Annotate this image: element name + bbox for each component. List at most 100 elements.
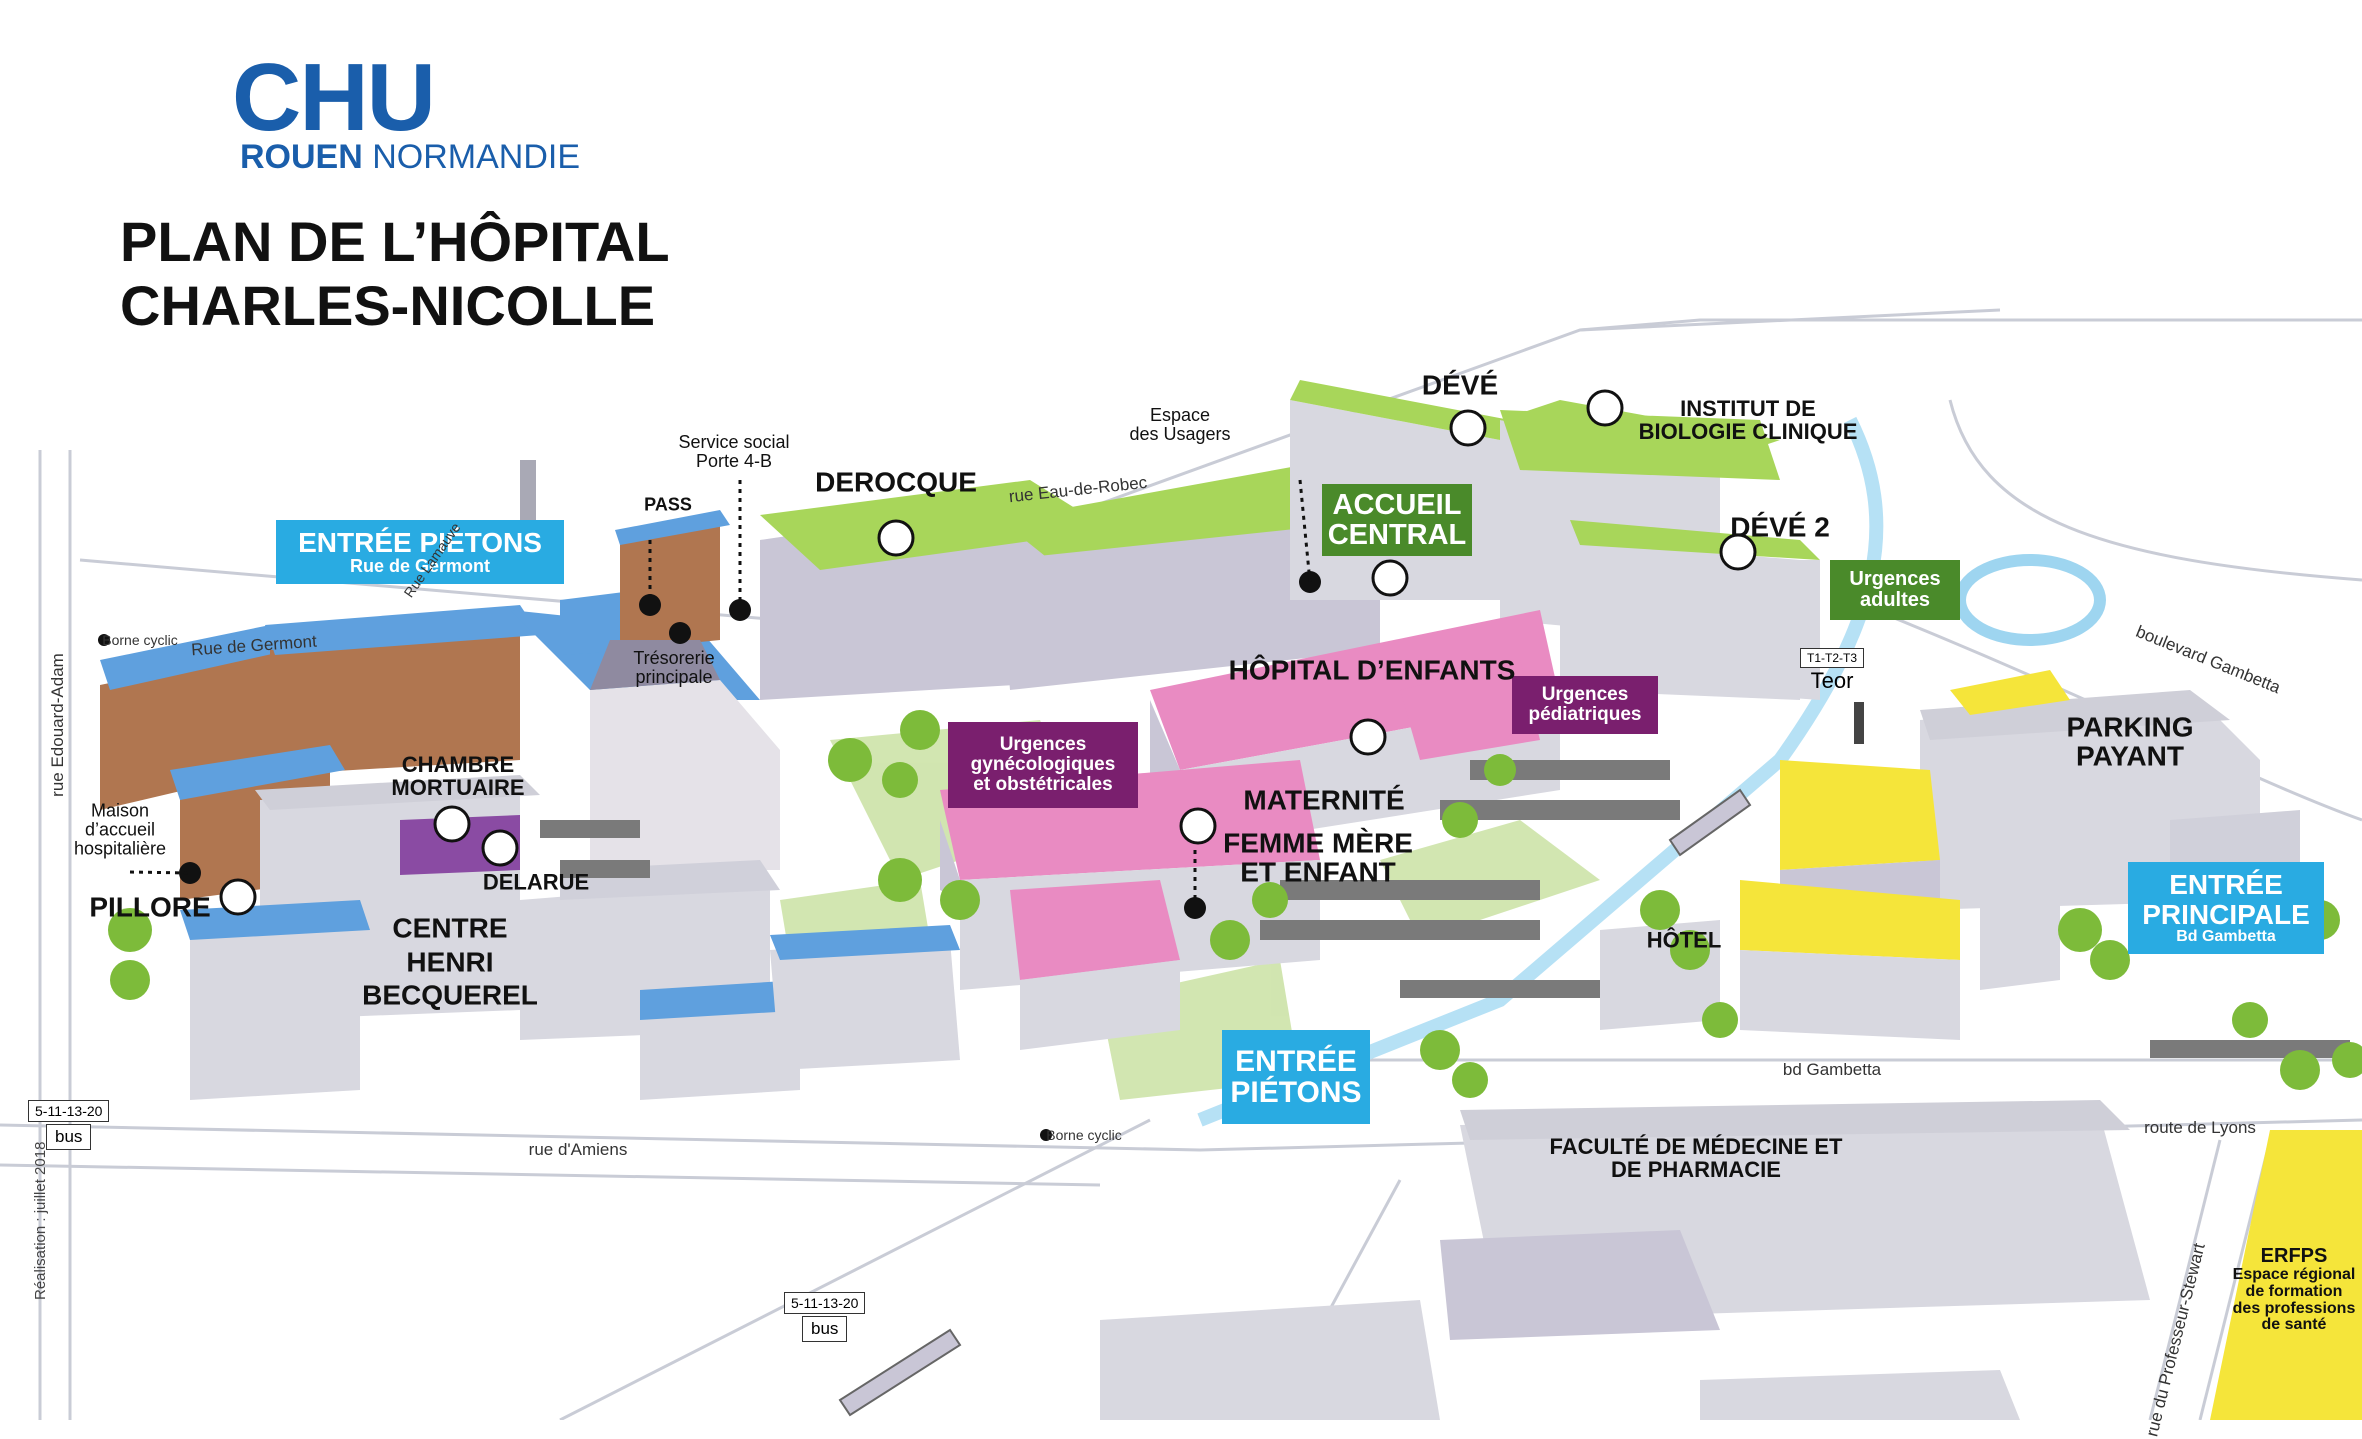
entrance-principale-title2: PRINCIPALE xyxy=(2142,898,2310,930)
bus-south-label: bus xyxy=(802,1316,848,1342)
femme-l1: FEMME MÈRE xyxy=(1223,827,1413,859)
urg-gyn-l3: et obstétricales xyxy=(973,773,1113,795)
buildings-east xyxy=(1600,670,2300,1040)
map-pins xyxy=(219,389,1757,916)
label-maison-accueil: Maison d’accueil hospitalière xyxy=(73,800,167,859)
tram xyxy=(838,788,1752,1417)
treso-l2: principale xyxy=(635,667,713,687)
chu-logo-subtitle: ROUEN NORMANDIE xyxy=(240,138,580,177)
label-hotel: HÔTEL xyxy=(1646,927,1722,953)
label-pillore: PILLORE xyxy=(89,891,211,923)
label-hopital-enfants: HÔPITAL D’ENFANTS xyxy=(1228,654,1516,686)
chu-logo: CHU xyxy=(232,44,436,151)
femme-l2: ET ENFANT xyxy=(1240,857,1396,888)
urgences-pediatriques-box: Urgences pédiatriques xyxy=(1512,676,1658,734)
urgences-adultes-box: Urgences adultes xyxy=(1830,560,1960,620)
becquerel-l3: BECQUEREL xyxy=(362,979,538,1011)
urg-ped-l1: Urgences xyxy=(1541,684,1629,706)
faculte-l1: FACULTÉ DE MÉDECINE ET xyxy=(1549,1133,1843,1159)
chambre-l2: MORTUAIRE xyxy=(391,775,525,800)
buildings-south xyxy=(1100,1100,2362,1420)
label-derocque: DEROCQUE xyxy=(815,466,977,498)
page-title: PLAN DE L’HÔPITAL CHARLES-NICOLLE xyxy=(120,210,670,339)
institut-l2: BIOLOGIE CLINIQUE xyxy=(1638,419,1858,444)
label-deve2: DÉVÉ 2 xyxy=(1730,511,1830,543)
label-tresorerie: Trésorerie principale xyxy=(633,649,714,687)
maison-l1: Maison xyxy=(90,800,150,821)
erfps-l2: Espace régional xyxy=(2232,1265,2356,1283)
entrance-principale-sub: Bd Gambetta xyxy=(2176,927,2276,945)
label-institut: INSTITUT DE BIOLOGIE CLINIQUE xyxy=(1639,397,1858,443)
urg-adultes-l1: Urgences xyxy=(1849,568,1941,590)
entrance-pietons-south: ENTRÉE PIÉTONS xyxy=(1222,1030,1370,1124)
teor-stop: T1-T2-T3 Teor xyxy=(1800,648,1865,694)
maison-l3: hospitalière xyxy=(73,838,167,859)
buildings-center xyxy=(760,380,1820,700)
borne-cyclic-south: Borne cyclic xyxy=(1046,1127,1122,1143)
maison-l2: d’accueil xyxy=(84,819,156,840)
bus-stop-south: 5-11-13-20 bus xyxy=(784,1292,866,1342)
label-erfps: ERFPS Espace régional de formation des p… xyxy=(2232,1244,2356,1334)
bus-south-lines: 5-11-13-20 xyxy=(784,1292,866,1314)
chambre-l1: CHAMBRE xyxy=(401,751,515,777)
label-faculte: FACULTÉ DE MÉDECINE ET DE PHARMACIE xyxy=(1550,1135,1843,1181)
entrance-principale-title: ENTRÉE xyxy=(2169,869,2283,901)
title-line1: PLAN DE L’HÔPITAL xyxy=(120,210,670,273)
becquerel-l1: CENTRE xyxy=(392,912,508,944)
entrance-germont-title: ENTRÉE PIÉTONS xyxy=(298,526,542,558)
entrance-south-title: ENTRÉE xyxy=(1235,1044,1357,1078)
accueil-l1: ACCUEIL xyxy=(1332,488,1462,521)
roundabout xyxy=(1954,554,2106,646)
parking-l1: PARKING xyxy=(2066,711,2194,743)
entrance-south-sub: PIÉTONS xyxy=(1230,1076,1362,1109)
treso-l1: Trésorerie xyxy=(633,648,715,669)
urgences-gynecologiques-box: Urgences gynécologiques et obstétricales xyxy=(948,722,1138,808)
logo-region: NORMANDIE xyxy=(372,138,581,176)
title-line2: CHARLES-NICOLLE xyxy=(120,274,656,338)
traffic-light xyxy=(1854,702,1864,744)
bus-stop-west: 5-11-13-20 bus xyxy=(28,1100,110,1150)
entrance-pietons-germont: ENTRÉE PIÉTONS Rue de Germont xyxy=(276,520,564,584)
label-pass: PASS xyxy=(644,494,692,515)
teor-lines: T1-T2-T3 xyxy=(1800,648,1865,668)
label-espace-usagers: Espace des Usagers xyxy=(1129,406,1230,444)
label-chambre-mortuaire: CHAMBRE MORTUAIRE xyxy=(391,753,524,799)
social-l2: Porte 4-B xyxy=(695,451,773,471)
social-l1: Service social xyxy=(678,432,790,453)
espace-l1: Espace xyxy=(1149,405,1211,426)
buildings-west xyxy=(100,460,960,1100)
erfps-l3: de formation xyxy=(2245,1282,2343,1300)
street-route-lyons: route de Lyons xyxy=(2144,1118,2256,1137)
institut-l1: INSTITUT DE xyxy=(1680,395,1816,421)
label-service-social: Service social Porte 4-B xyxy=(678,433,789,471)
becquerel-l2: HENRI xyxy=(406,946,494,978)
label-centre-henri-becquerel: CENTRE HENRI BECQUEREL xyxy=(362,912,538,1013)
espace-l2: des Usagers xyxy=(1129,424,1231,444)
parking-lots xyxy=(540,760,2350,1058)
entrance-germont-sub: Rue de Germont xyxy=(349,556,491,577)
urg-adultes-l2: adultes xyxy=(1859,589,1931,611)
logo-city: ROUEN xyxy=(240,138,363,176)
urg-gyn-l2: gynécologiques xyxy=(970,754,1116,776)
label-maternite: MATERNITÉ xyxy=(1243,784,1405,816)
label-femme-mere-enfant: FEMME MÈRE ET ENFANT xyxy=(1223,827,1413,888)
label-deve: DÉVÉ xyxy=(1421,369,1499,401)
accueil-l2: CENTRAL xyxy=(1327,519,1467,551)
label-delarue: DELARUE xyxy=(482,869,590,895)
label-parking-payant: PARKING PAYANT xyxy=(2066,711,2194,772)
entrance-principale: ENTRÉE PRINCIPALE Bd Gambetta xyxy=(2128,862,2324,954)
borne-cyclic-west: Borne cyclic xyxy=(102,632,178,648)
bus-west-lines: 5-11-13-20 xyxy=(28,1100,110,1122)
bus-west-label: bus xyxy=(46,1124,92,1150)
erfps-l5: de santé xyxy=(2261,1316,2327,1334)
parking-l2: PAYANT xyxy=(2076,741,2184,772)
credit-text: Réalisation : juillet 2018 xyxy=(32,1141,49,1300)
faculte-l2: DE PHARMACIE xyxy=(1611,1157,1781,1182)
accueil-central-box: ACCUEIL CENTRAL xyxy=(1322,484,1472,556)
erfps-l4: des professions xyxy=(2232,1299,2356,1317)
urg-gyn-l1: Urgences xyxy=(999,734,1087,756)
erfps-l1: ERFPS xyxy=(2260,1244,2328,1267)
street-edouard-adam: rue Edouard-Adam xyxy=(48,653,67,797)
teor-label: Teor xyxy=(1810,668,1854,693)
